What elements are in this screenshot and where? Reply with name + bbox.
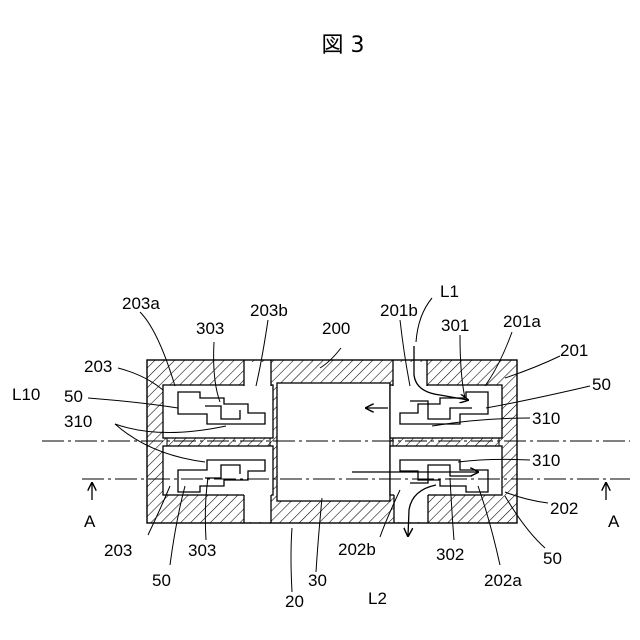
label-50-left-top: 50 bbox=[64, 387, 83, 406]
label-201: 201 bbox=[560, 341, 588, 360]
label-30: 30 bbox=[308, 571, 327, 590]
label-l10: L10 bbox=[12, 385, 40, 404]
label-200: 200 bbox=[322, 319, 350, 338]
label-303-top: 303 bbox=[196, 319, 224, 338]
label-201b: 201b bbox=[380, 301, 418, 320]
label-310-right-top: 310 bbox=[532, 409, 560, 428]
label-202: 202 bbox=[550, 499, 578, 518]
label-a-right: A bbox=[608, 512, 620, 531]
label-50-right-top: 50 bbox=[592, 375, 611, 394]
label-a-left: A bbox=[84, 512, 96, 531]
label-310-left: 310 bbox=[64, 412, 92, 431]
label-203b: 203b bbox=[250, 301, 288, 320]
label-302: 302 bbox=[436, 545, 464, 564]
label-202b: 202b bbox=[338, 540, 376, 559]
label-203-bottom: 203 bbox=[104, 541, 132, 560]
label-50-left-bottom: 50 bbox=[152, 571, 171, 590]
label-l1: L1 bbox=[440, 282, 459, 301]
label-202a: 202a bbox=[484, 571, 522, 590]
label-203-top: 203 bbox=[84, 357, 112, 376]
label-203a: 203a bbox=[122, 294, 160, 313]
label-50-right-bottom: 50 bbox=[543, 549, 562, 568]
label-310-right-bottom: 310 bbox=[532, 451, 560, 470]
label-303-bottom: 303 bbox=[188, 541, 216, 560]
figure-title: 図 3 bbox=[322, 33, 365, 58]
label-301: 301 bbox=[441, 316, 469, 335]
label-201a: 201a bbox=[503, 312, 541, 331]
label-l2: L2 bbox=[368, 589, 387, 608]
label-20: 20 bbox=[285, 592, 304, 611]
